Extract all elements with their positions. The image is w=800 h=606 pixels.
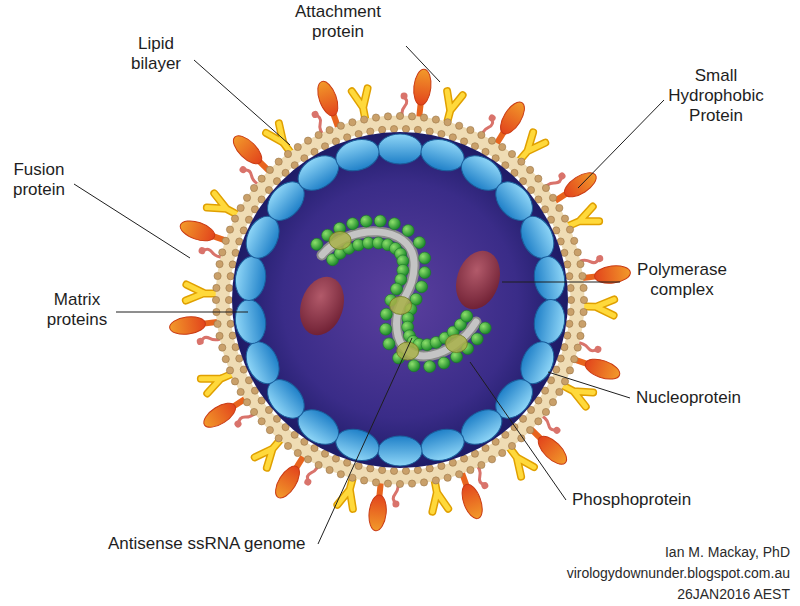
part-label: Attachment protein [283,2,393,42]
part-label: Lipid bilayer [120,34,192,74]
credit-text: virologydownunder.blogspot.com.au [567,564,790,582]
part-label: Polymerase complex [622,260,742,300]
credit-text: Ian M. Mackay, PhD [665,543,790,561]
part-label: Nucleoprotein [636,388,741,408]
part-label: Fusion protein [4,160,74,200]
part-label: Antisense ssRNA genome [108,534,306,554]
part-label: Phosphoprotein [572,490,691,510]
credit-text: 26JAN2016 AEST [677,585,790,603]
part-label: Matrix proteins [40,290,114,330]
part-label: Small Hydrophobic Protein [660,66,772,126]
